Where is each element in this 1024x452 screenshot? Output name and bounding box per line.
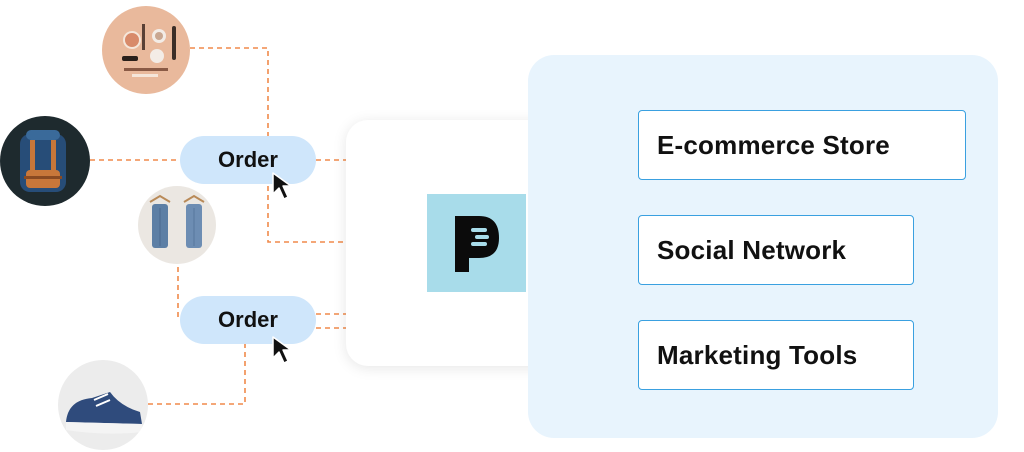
cursor-arrow-icon xyxy=(272,172,292,200)
channel-ecommerce-store[interactable]: E-commerce Store xyxy=(638,110,966,180)
order-label: Order xyxy=(218,307,278,332)
product-sneaker xyxy=(58,360,148,450)
channel-marketing-tools[interactable]: Marketing Tools xyxy=(638,320,914,390)
order-button-2[interactable]: Order xyxy=(180,296,316,344)
order-button-1[interactable]: Order xyxy=(180,136,316,184)
order-label: Order xyxy=(218,147,278,172)
connector-sneaker xyxy=(148,344,246,405)
product-backpack xyxy=(0,116,90,206)
printify-logo-icon xyxy=(455,216,499,272)
cursor-arrow-icon xyxy=(272,336,292,364)
channel-label: Marketing Tools xyxy=(657,339,858,370)
channels-panel: E-commerce Store Social Network Marketin… xyxy=(528,55,998,438)
channel-label: Social Network xyxy=(657,234,847,265)
product-jeans xyxy=(138,186,216,264)
jeans-icon xyxy=(138,186,216,264)
channel-social-network[interactable]: Social Network xyxy=(638,215,914,285)
backpack-icon xyxy=(0,116,90,206)
cosmetics-icon xyxy=(102,6,190,94)
connector-jeans xyxy=(177,258,180,319)
logo-tile xyxy=(427,194,526,292)
sneaker-icon xyxy=(58,360,148,450)
channel-label: E-commerce Store xyxy=(657,129,890,160)
product-cosmetics xyxy=(102,6,190,94)
